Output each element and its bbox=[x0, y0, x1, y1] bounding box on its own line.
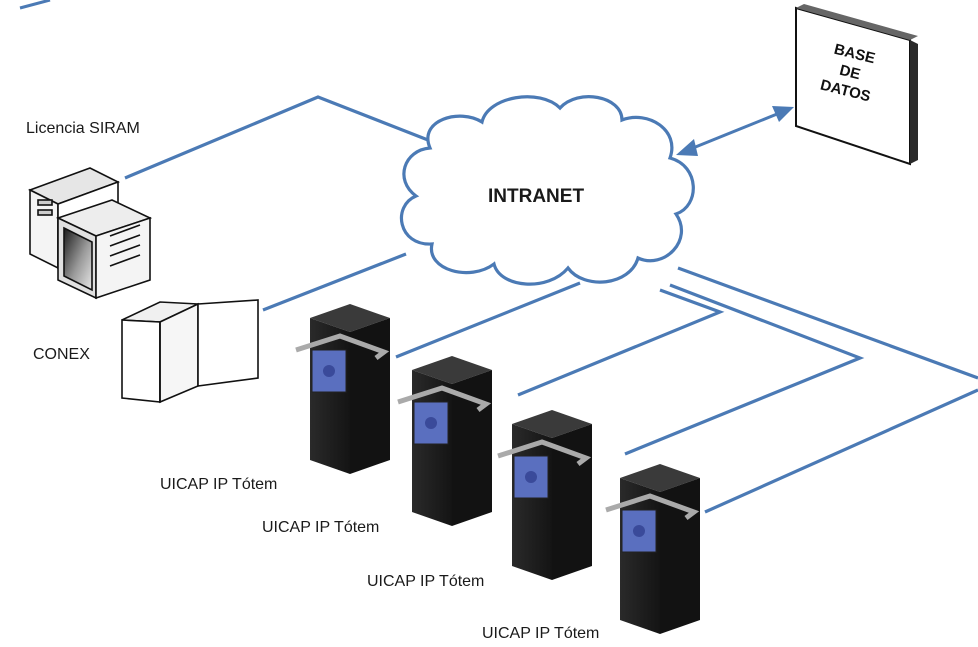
totem-4 bbox=[605, 464, 700, 634]
totem-2 bbox=[397, 356, 492, 526]
intranet-cloud bbox=[400, 95, 695, 286]
link-totem2-intranet bbox=[517, 288, 725, 397]
connection-lines bbox=[124, 95, 978, 514]
totem-1 bbox=[295, 304, 390, 474]
edge-fragment bbox=[19, 0, 51, 10]
totem-label-4: UICAP IP Tótem bbox=[482, 625, 600, 642]
totem-label-1: UICAP IP Tótem bbox=[160, 476, 278, 493]
link-totem4-b bbox=[677, 266, 978, 380]
database-box bbox=[795, 4, 918, 166]
link-conex-intranet bbox=[262, 252, 407, 312]
conex-panel bbox=[121, 299, 259, 404]
server-label: Licencia SIRAM bbox=[26, 120, 140, 137]
totem-label-3: UICAP IP Tótem bbox=[367, 573, 485, 590]
link-totem4-a bbox=[704, 388, 978, 514]
conex-label: CONEX bbox=[33, 346, 90, 363]
link-totem1-intranet bbox=[395, 281, 581, 359]
intranet-label: INTRANET bbox=[488, 186, 585, 207]
database-arrow bbox=[676, 106, 794, 156]
totem-3 bbox=[497, 410, 592, 580]
link-totem3-intranet bbox=[624, 283, 865, 456]
totem-label-2: UICAP IP Tótem bbox=[262, 519, 380, 536]
link-server-intranet bbox=[124, 95, 429, 180]
server-computer bbox=[27, 167, 153, 300]
